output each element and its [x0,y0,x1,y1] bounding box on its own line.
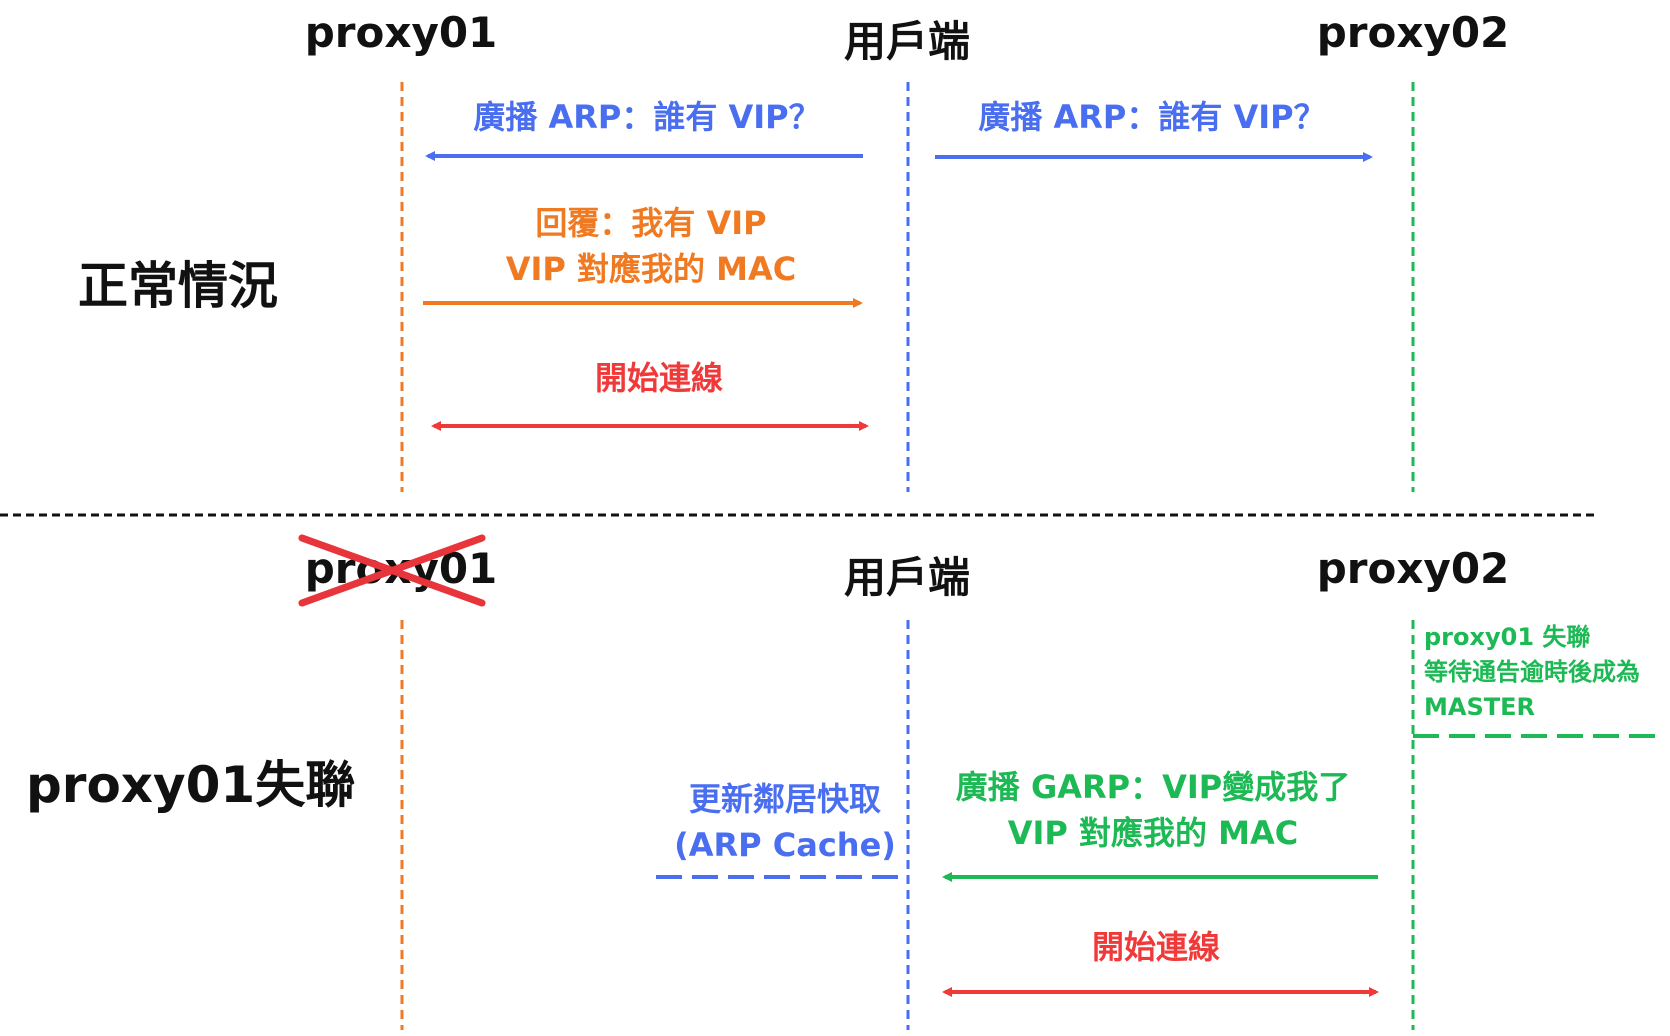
label-connect-bottom-text: 開始連線 [1091,928,1221,966]
section-label-failover: proxy01失聯 [26,756,356,814]
label-reply-line1: 回覆：我有 VIP [535,204,767,242]
label-connect-top-text: 開始連線 [594,359,724,397]
label-arp-cache-line2: (ARP Cache) [674,826,896,865]
label-arp-cache: 更新鄰居快取 (ARP Cache) [674,776,896,869]
section-label-normal: 正常情況 [78,257,278,315]
header-proxy02-bottom: proxy02 [1316,544,1510,593]
label-reply-line2: VIP 對應我的 MAC [505,250,797,289]
label-arp-cache-line1: 更新鄰居快取 [688,780,881,818]
header-proxy01-top: proxy01 [304,8,498,57]
label-arp-left-text: 廣播 ARP：誰有 VIP？ [473,98,821,136]
header-client-bottom: 用戶端 [843,553,971,602]
label-garp-line2: VIP 對應我的 MAC [1007,814,1299,853]
header-proxy02-top: proxy02 [1316,8,1510,57]
label-connect-bottom: 開始連線 [1092,924,1220,970]
header-client-top: 用戶端 [843,17,971,66]
label-connect-top: 開始連線 [595,355,723,401]
label-garp: 廣播 GARP：VIP變成我了 VIP 對應我的 MAC [956,764,1350,857]
proxy02-note: proxy01 失聯 等待通告逾時後成為 MASTER [1424,620,1640,724]
proxy02-note-line1: proxy01 失聯 [1424,623,1591,651]
label-reply: 回覆：我有 VIP VIP 對應我的 MAC [506,200,797,293]
label-arp-right-text: 廣播 ARP：誰有 VIP？ [978,98,1326,136]
proxy02-note-line3: MASTER [1424,692,1535,721]
proxy02-note-line2: 等待通告逾時後成為 [1424,657,1640,686]
header-proxy01-bottom: proxy01 [304,544,498,593]
label-arp-right: 廣播 ARP：誰有 VIP？ [978,94,1325,140]
label-arp-left: 廣播 ARP：誰有 VIP？ [473,94,820,140]
label-garp-line1: 廣播 GARP：VIP變成我了 [955,768,1351,806]
